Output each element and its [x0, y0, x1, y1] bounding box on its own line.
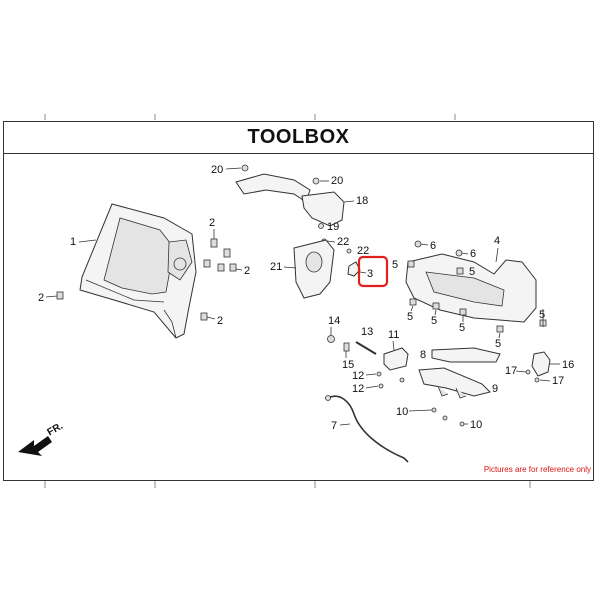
part-20-bolt-b: [312, 177, 320, 185]
callout-2c: 2: [38, 292, 44, 304]
callout-5g: 5: [539, 309, 545, 321]
part-17-screw-a: [525, 369, 531, 375]
callout-2a: 2: [209, 217, 215, 229]
callout-17a: 17: [505, 365, 517, 377]
callout-17b: 17: [552, 375, 564, 387]
part-1-front-inner-frame: [79, 203, 197, 339]
callout-12b: 12: [352, 383, 364, 395]
part-12-screw-c: [399, 377, 405, 383]
part-12-screw-a: [376, 371, 382, 377]
part-17-screw-b: [534, 377, 540, 383]
callout-2d: 2: [217, 315, 223, 327]
callout-6a: 6: [430, 240, 436, 252]
direction-label: FR.: [46, 421, 66, 439]
callout-16: 16: [562, 359, 574, 371]
front-direction-arrow-icon: [18, 436, 52, 456]
callout-5c: 5: [407, 311, 413, 323]
part-8-rubber-strip: [431, 347, 501, 363]
callout-20a: 20: [211, 164, 223, 176]
callout-14: 14: [328, 315, 340, 327]
callout-1: 1: [70, 236, 76, 248]
callout-5b: 5: [469, 266, 475, 278]
part-21-toolbox-cover: [293, 239, 335, 299]
callout-12a: 12: [352, 370, 364, 382]
page-title: TOOLBOX: [247, 126, 350, 148]
part-18-upper-bracket: [235, 173, 345, 227]
callout-5e: 5: [459, 322, 465, 334]
exploded-parts-diagram: 1 2 2 2 2 20 20 18: [18, 164, 591, 474]
callout-10b: 10: [470, 419, 482, 431]
callout-11: 11: [388, 329, 399, 341]
part-20-bolt-a: [241, 164, 249, 172]
callout-5d: 5: [431, 315, 437, 327]
callout-22b: 22: [357, 245, 369, 257]
callout-5a: 5: [392, 259, 398, 271]
reference-note: Pictures are for reference only: [484, 465, 591, 474]
part-3-highlight-box: [357, 255, 389, 288]
part-11-lock-bracket: [383, 347, 409, 371]
title-bar: TOOLBOX: [4, 122, 593, 154]
diagram-frame: TOOLBOX 1 2 2 2 2: [3, 121, 594, 481]
part-4-toolbox-tray: [405, 253, 537, 323]
part-22-screw-b: [346, 248, 352, 254]
part-6-bolt-a: [414, 240, 422, 248]
part-3-latch: [347, 261, 361, 277]
part-19-screw: [318, 223, 324, 229]
part-9-handle: [418, 367, 491, 399]
callout-7: 7: [331, 420, 337, 432]
callout-15: 15: [342, 359, 354, 371]
callout-21: 21: [270, 261, 282, 273]
part-13-rod: [355, 341, 377, 355]
part-14-grommet: [327, 335, 335, 343]
part-10-screw-b: [442, 415, 448, 421]
part-10-screw-c: [459, 421, 465, 427]
part-10-screw-a: [431, 407, 437, 413]
part-7-release-cable: [327, 395, 409, 463]
callout-10a: 10: [396, 406, 408, 418]
part-6-bolt-b: [455, 249, 463, 257]
part-12-screw-b: [378, 383, 384, 389]
callout-4: 4: [494, 235, 500, 247]
callout-3: 3: [367, 268, 373, 280]
callout-20b: 20: [331, 175, 343, 187]
callout-8: 8: [420, 349, 426, 361]
callout-5f: 5: [495, 338, 501, 350]
callout-19: 19: [327, 221, 339, 233]
part-16-latch-hook: [531, 351, 551, 377]
callout-18: 18: [356, 195, 368, 207]
part-15-pin: [343, 342, 350, 352]
callout-9: 9: [492, 383, 498, 395]
callout-6b: 6: [470, 248, 476, 260]
callout-13: 13: [361, 326, 373, 338]
callout-22a: 22: [337, 236, 349, 248]
callout-2b: 2: [244, 265, 250, 277]
